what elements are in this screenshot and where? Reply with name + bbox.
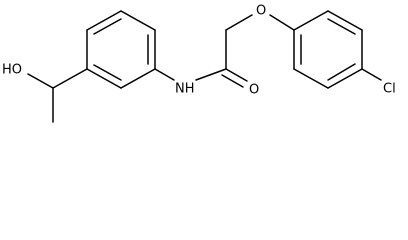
carbonyl-bond: [221, 74, 244, 88]
chloro-group: Cl: [361, 68, 396, 97]
bond: [86, 68, 122, 89]
amide-nh-label: NH: [175, 82, 195, 97]
hydroxyethyl-group: HO: [2, 63, 88, 123]
carbonyl-oxygen-label: O: [249, 83, 259, 98]
carbonyl-bond: [225, 68, 248, 82]
double-bond-inner: [93, 18, 122, 35]
right-benzene-ring: [293, 10, 363, 89]
ether-oxygen-label: O: [256, 4, 266, 19]
amide-group: NH O: [154, 29, 259, 98]
bond: [86, 10, 122, 31]
bond: [269, 14, 295, 31]
bond: [293, 68, 329, 89]
bond: [120, 10, 156, 31]
bond: [195, 68, 227, 81]
bond: [52, 68, 88, 89]
chlorine-label: Cl: [383, 82, 396, 97]
double-bond-inner: [93, 64, 122, 81]
bond: [327, 68, 363, 89]
bond: [27, 73, 54, 89]
left-benzene-ring: [86, 10, 156, 89]
molecule-structure: HO NH O O Cl: [2, 4, 396, 123]
bond: [327, 10, 363, 31]
double-bond-inner: [327, 63, 356, 81]
bond: [120, 68, 156, 89]
double-bond-inner: [327, 18, 356, 35]
bond: [293, 10, 329, 31]
bond: [361, 68, 382, 81]
ether-group: O: [225, 4, 295, 31]
hydroxyl-label: HO: [2, 63, 22, 78]
bond: [154, 68, 175, 81]
bond: [225, 14, 253, 31]
